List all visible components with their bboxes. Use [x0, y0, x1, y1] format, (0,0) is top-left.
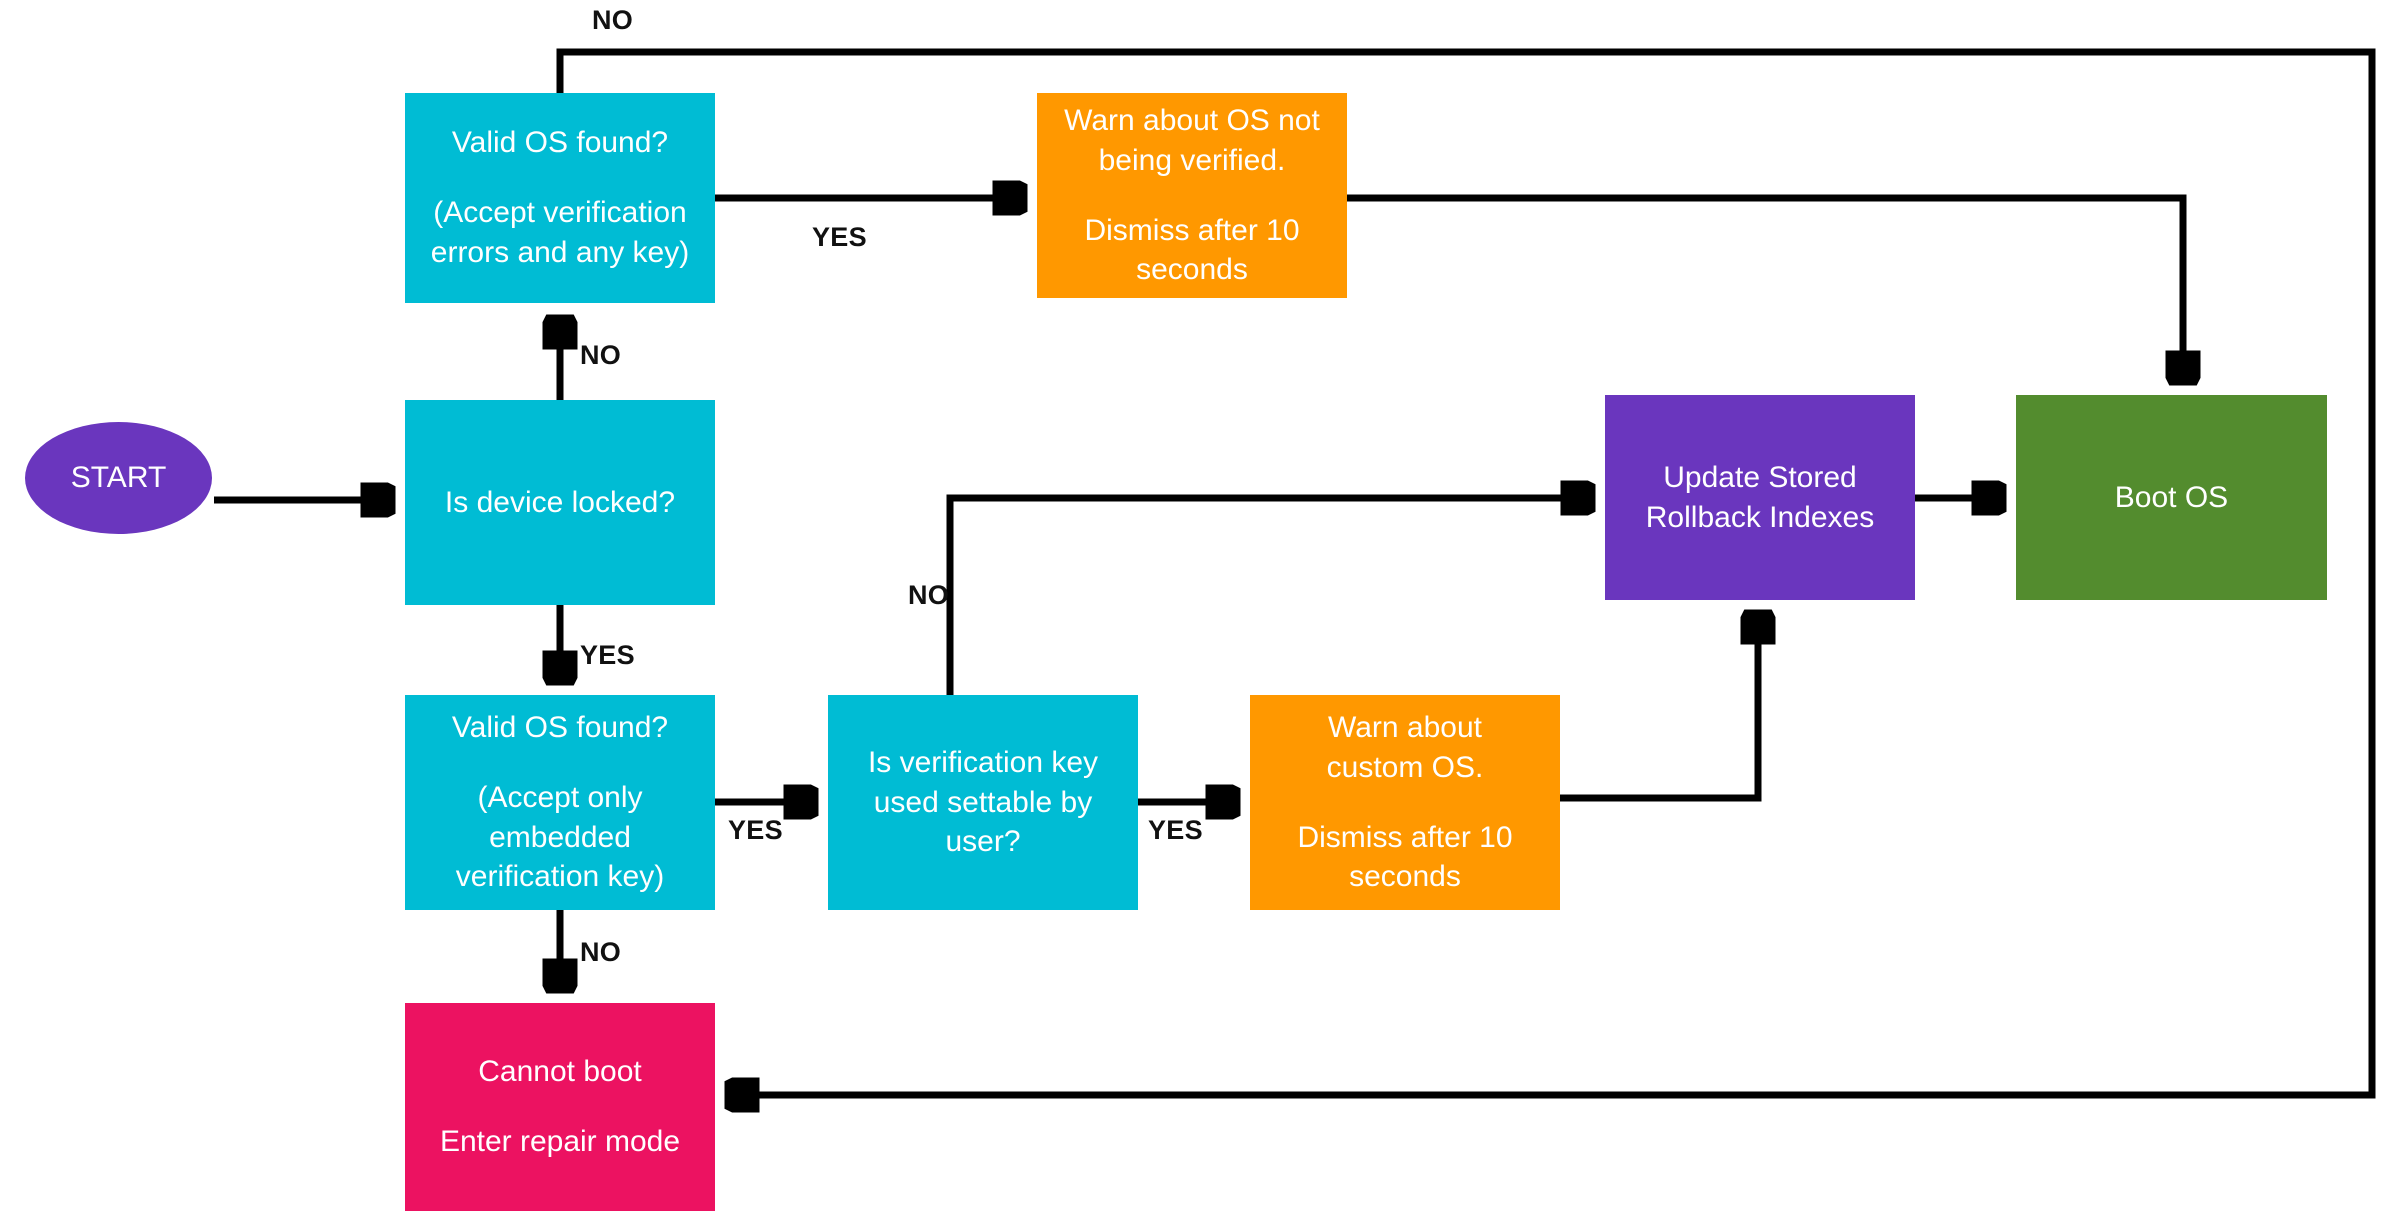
node-text-line: Valid OS found? [451, 126, 669, 160]
node-text-line: errors and any key) [430, 235, 690, 269]
node-text-line: seconds [1349, 860, 1461, 894]
start-node: START [25, 422, 212, 534]
edge-label-yes-unlocked: YES [812, 222, 867, 252]
node-text-line: Boot OS [2114, 480, 2229, 514]
node-text-line: (Accept verification [433, 196, 687, 230]
node-text-line: embedded [489, 820, 631, 854]
node-text-line: Dismiss after 10 [1297, 820, 1513, 854]
node-text-line: Rollback Indexes [1645, 500, 1875, 534]
edge-warn-custom-to-update-rollback [1560, 613, 1758, 802]
is-verification-key-settable-node: Is verification key used settable by user? [828, 695, 1138, 910]
node-text-line: being verified. [1098, 143, 1286, 177]
edge-valid-os-unlocked-no-to-cannot-boot [556, 48, 2376, 1095]
node-text-line: Is verification key [867, 745, 1099, 779]
node-text-line: Valid OS found? [451, 710, 669, 744]
node-text-line: Dismiss after 10 [1084, 213, 1300, 247]
node-text-line: Warn about OS not [1064, 103, 1320, 137]
node-text-line: used settable by [873, 785, 1093, 819]
node-text-line: Enter repair mode [439, 1125, 681, 1158]
node-text-line: Update Stored [1663, 460, 1857, 494]
valid-os-found-any-key-node: Valid OS found? (Accept verification error… [405, 93, 715, 303]
node-text-line: Is device locked? [444, 485, 676, 519]
node-text-line: seconds [1136, 253, 1248, 287]
edge-label-no-top: NO [592, 5, 634, 35]
edge-label-no-cannot-boot: NO [580, 937, 622, 967]
node-text-line: user? [945, 825, 1021, 859]
warn-os-not-verified-node: Warn about OS not being verified. Dismiss … [1037, 93, 1347, 298]
node-text-line: START [70, 461, 167, 495]
boot-os-node: Boot OS [2016, 395, 2327, 600]
node-text-line: verification key) [455, 860, 665, 894]
edge-label-no-device-unlocked: NO [580, 340, 622, 370]
warn-custom-os-node: Warn about custom OS. Dismiss after 10 seco… [1250, 695, 1560, 910]
edge-label-no-key-settable: NO [908, 580, 950, 610]
node-text-line: Warn about [1328, 710, 1482, 744]
edge-label-yes-device-locked: YES [580, 640, 635, 670]
edge-key-settable-no-to-update-rollback [946, 498, 1592, 695]
node-text-line: Cannot boot [478, 1055, 642, 1089]
node-text-line: (Accept only [477, 780, 643, 814]
edge-label-yes-key-settable: YES [1148, 815, 1203, 845]
edge-warn-unverified-to-boot-os [1347, 194, 2183, 382]
edge-label-yes-valid-os-locked: YES [728, 815, 783, 845]
valid-os-found-embedded-key-node: Valid OS found? (Accept only embedded verif… [405, 695, 715, 910]
is-device-locked-node: Is device locked? [405, 400, 715, 605]
node-text-line: custom OS. [1326, 750, 1484, 784]
